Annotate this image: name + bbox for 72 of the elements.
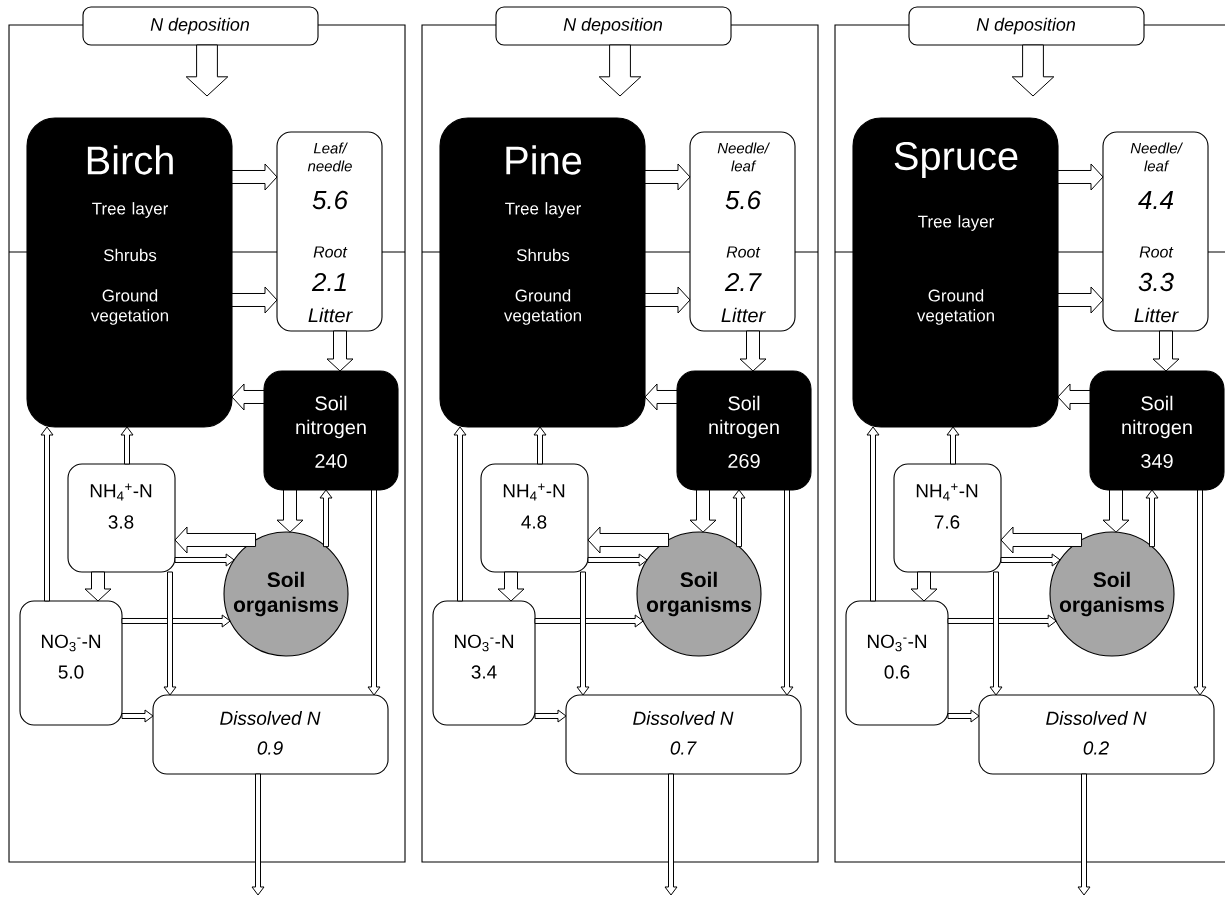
arrow [326,330,354,372]
arrow [947,614,1057,628]
arrow [587,526,670,554]
arrow [84,571,112,602]
arrow [120,426,134,465]
arrow [1193,489,1207,696]
arrow [185,44,229,97]
arrow [910,571,938,602]
pool-box: Soil nitrogen 240 [263,370,399,491]
arrow [121,709,154,723]
vegetation-box: Birch Tree layer Shrubs Ground vegetation [26,117,233,428]
pool-box: NH$_{4}$$^{+}$-N 7.6 [893,463,1002,573]
litter-box: Leaf/ needle 5.6 Root 2.1 Litter [276,131,383,332]
arrow [534,709,567,723]
arrow [276,489,304,533]
pool-box: Dissolved N 0.2 [978,694,1215,775]
arrow [946,426,960,465]
arrow [231,163,278,191]
pool-box: NO$_{3}$$^{-}$-N 5.0 [19,600,123,726]
arrow [1145,489,1159,548]
pool-box: Dissolved N 0.9 [152,694,389,775]
arrow [866,426,880,602]
pool-box: NH$_{4}$$^{+}$-N 4.8 [480,463,589,573]
arrow [319,489,333,548]
arrow [121,614,231,628]
litter-box: Needle/ leaf 4.4 Root 3.3 Litter [1102,131,1209,332]
arrow [644,383,678,411]
arrow [231,286,278,314]
vegetation-box: Pine Tree layer Shrubs Ground vegetation [439,117,646,428]
arrow [251,773,265,896]
pool-box: Soil nitrogen 349 [1089,370,1225,491]
arrow [1000,526,1083,554]
arrow [1057,383,1091,411]
pool-box: NH$_{4}$$^{+}$-N 3.8 [67,463,176,573]
arrow [1000,553,1061,567]
arrow [689,489,717,533]
arrow [644,163,691,191]
arrow [534,614,644,628]
vegetation-box: Spruce Tree layer Ground vegetation [852,117,1059,428]
arrow [780,489,794,696]
arrow [1057,163,1104,191]
arrow [732,489,746,548]
pool-box: Dissolved N 0.7 [565,694,802,775]
arrow [453,426,467,602]
arrow [1077,773,1091,896]
arrow [174,553,235,567]
source-box: N deposition [82,6,319,46]
arrow [1152,330,1180,372]
arrow [576,571,590,696]
pool-box: NO$_{3}$$^{-}$-N 3.4 [432,600,536,726]
arrow [40,426,54,602]
arrow [174,526,257,554]
arrow [598,44,642,97]
litter-box: Needle/ leaf 5.6 Root 2.7 Litter [689,131,796,332]
source-box: N deposition [495,6,732,46]
source-box: N deposition [908,6,1145,46]
arrow [1011,44,1055,97]
arrow [644,286,691,314]
arrow [497,571,525,602]
arrow [367,489,381,696]
arrow [533,426,547,465]
arrow [947,709,980,723]
pool-box: NO$_{3}$$^{-}$-N 0.6 [845,600,949,726]
arrow [989,571,1003,696]
arrow [587,553,648,567]
arrow [163,571,177,696]
arrow [231,383,265,411]
arrow [1057,286,1104,314]
arrow [664,773,678,896]
arrow [1102,489,1130,533]
arrow [739,330,767,372]
pool-box: Soil nitrogen 269 [676,370,812,491]
